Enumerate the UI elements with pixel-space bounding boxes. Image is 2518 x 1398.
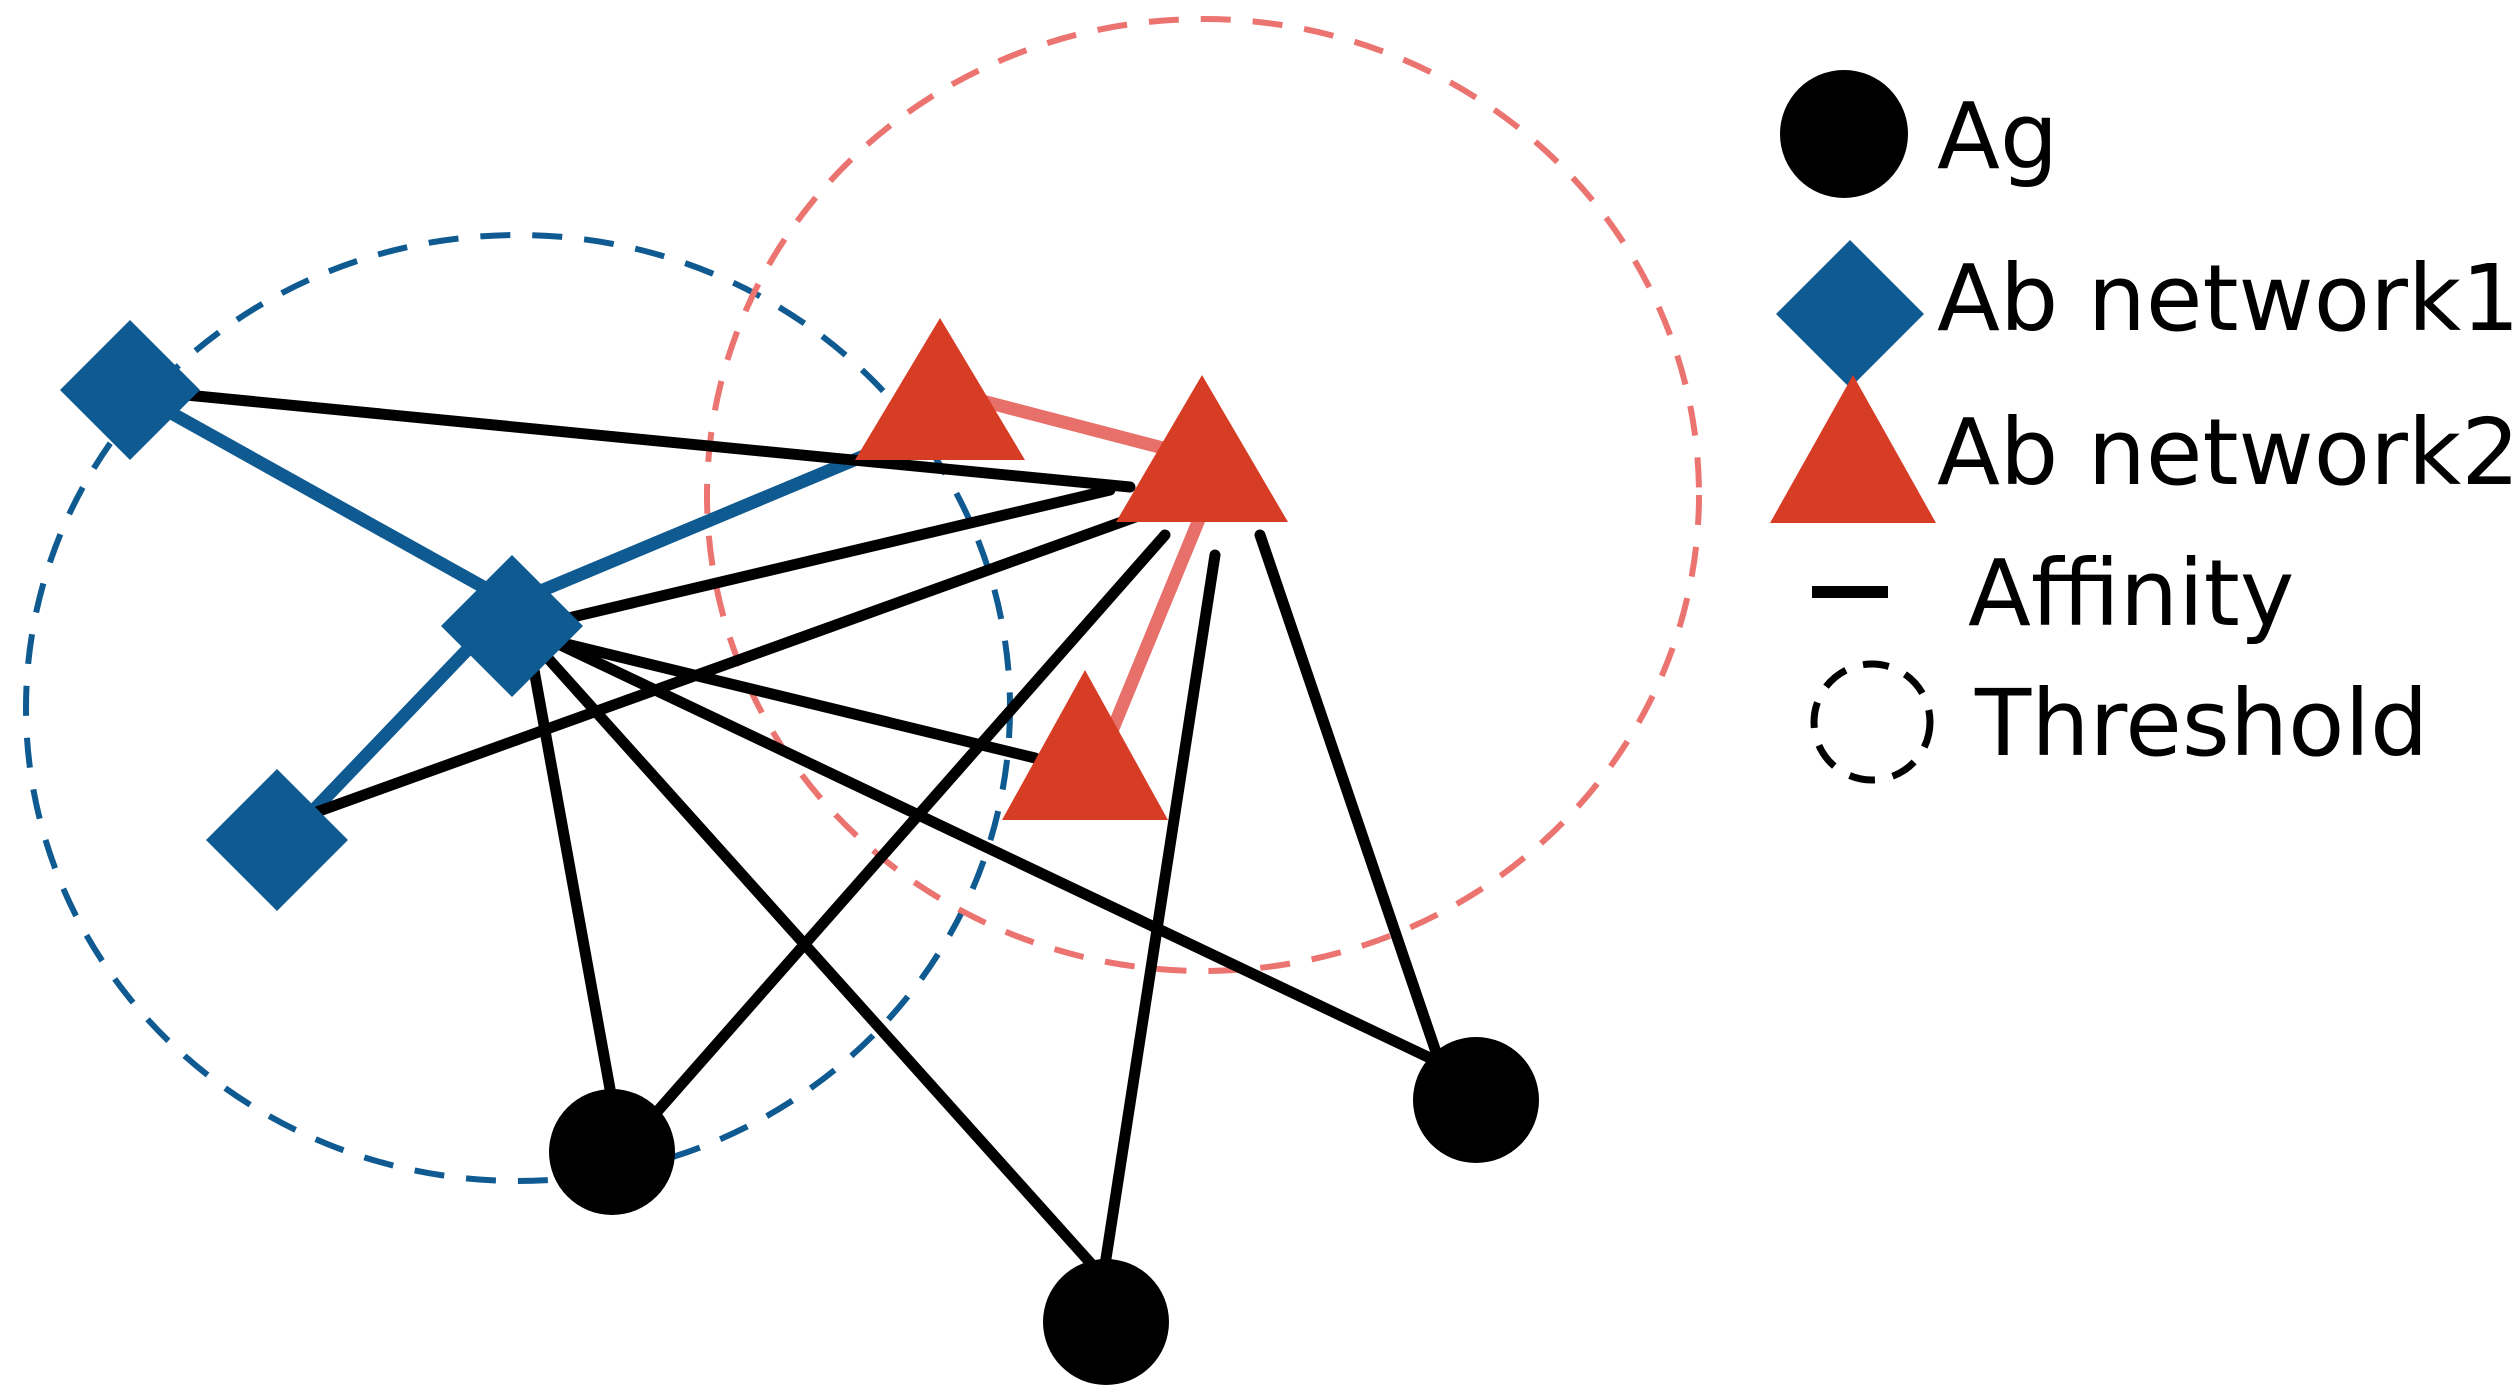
legend-item-ag: Ag [1780,70,2058,198]
affinity-link [524,642,618,1106]
triangle-icon [1770,375,1936,523]
legend-item-network1: Ab network1 [1776,240,2518,388]
dashed-circle-icon [1810,660,1934,784]
legend-item-network2: Ab network2 [1770,375,2518,523]
legend: Ag Ab network1 Ab network2 Affinity Thre… [1770,70,2518,784]
affinity-link [1099,549,1221,1271]
network2-nodes [855,318,1288,820]
legend-label-threshold: Threshold [1974,670,2428,777]
affinity-link [539,649,1101,1274]
legend-item-affinity: Affinity [1812,540,2294,647]
legend-item-threshold: Threshold [1810,660,2428,784]
network1-link [505,433,909,610]
network1-node [206,769,348,911]
legend-label-ag: Ag [1937,83,2058,190]
legend-label-network2: Ab network2 [1937,399,2518,506]
diamond-icon [1776,240,1924,388]
legend-label-network1: Ab network1 [1937,245,2518,352]
affinity-link [1254,529,1444,1064]
ag-nodes [549,1037,1539,1385]
network2-node [1116,375,1288,522]
legend-label-affinity: Affinity [1968,540,2294,647]
affinity-link [294,504,1161,824]
ag-node [549,1089,675,1215]
affinity-link [642,529,1171,1128]
network1-link [123,383,519,610]
network1-node [60,320,200,460]
network2-node [855,318,1025,460]
filled-circle-icon [1780,70,1908,198]
network2-link [1093,498,1212,767]
ag-node [1413,1037,1539,1163]
ag-node [1043,1259,1169,1385]
affinity-link [544,634,1436,1064]
network2-node [1002,670,1168,820]
affinity-link [129,384,1136,493]
network1-node [441,555,583,697]
affinity-links [129,384,1444,1274]
affinity-link [554,484,1116,626]
network1-nodes [60,320,583,911]
network2-threshold-circle [704,16,1702,974]
affinity-link [544,634,1041,764]
